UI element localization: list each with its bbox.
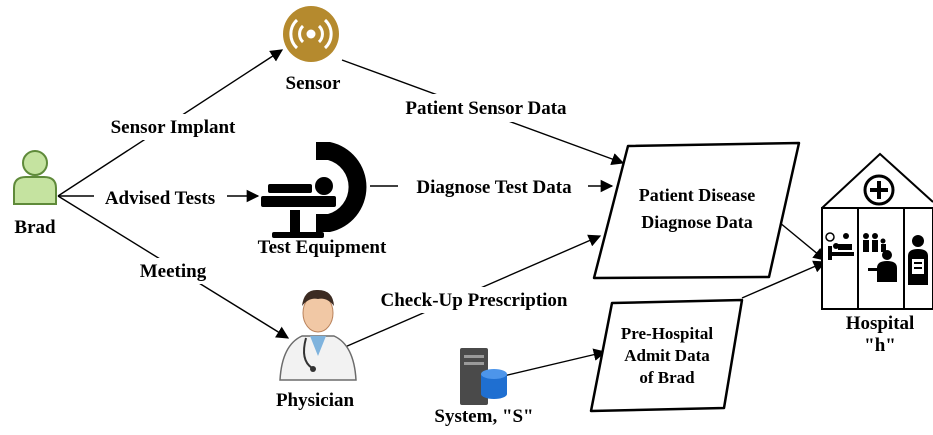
patient-icon	[908, 235, 928, 285]
disease-data-line1: Patient Disease	[639, 185, 755, 205]
person-icon	[13, 150, 57, 205]
advised-tests-label: Advised Tests	[105, 188, 215, 209]
test-equipment-label: Test Equipment	[258, 237, 387, 258]
system-label: System, "S"	[434, 406, 533, 427]
hospital-label-line2: "h"	[864, 335, 896, 356]
database-icon	[481, 369, 507, 399]
physician-icon	[279, 289, 357, 381]
prehosp-data-line1: Pre-Hospital	[621, 324, 714, 343]
checkup-prescription-label: Check-Up Prescription	[381, 290, 568, 311]
sensor-implant-label: Sensor Implant	[111, 117, 236, 138]
diagnose-test-data-label: Diagnose Test Data	[416, 177, 572, 198]
scanner-icon	[261, 142, 367, 238]
hospital-label-line1: Hospital	[846, 313, 915, 334]
prehosp-data-box	[589, 298, 744, 413]
disease-data-line2: Diagnose Data	[641, 212, 753, 232]
brad-label: Brad	[14, 217, 56, 238]
edge-prehosp-to-hospital	[741, 260, 827, 299]
hospital-bed-icon	[825, 232, 854, 260]
prehosp-data-line3: of Brad	[639, 368, 695, 387]
sensor-label: Sensor	[286, 73, 341, 94]
family-icon	[863, 233, 886, 252]
prehosp-data-line2: Admit Data	[624, 346, 710, 365]
edge-system-to-prehosp	[494, 348, 607, 379]
sensor-icon	[283, 6, 339, 62]
patient-sensor-data-label: Patient Sensor Data	[405, 98, 567, 119]
hospital-icon	[821, 152, 933, 310]
disease-data-box	[592, 141, 801, 280]
physician-label: Physician	[276, 390, 355, 411]
meeting-label: Meeting	[140, 261, 207, 282]
doctor-icon	[868, 250, 897, 282]
